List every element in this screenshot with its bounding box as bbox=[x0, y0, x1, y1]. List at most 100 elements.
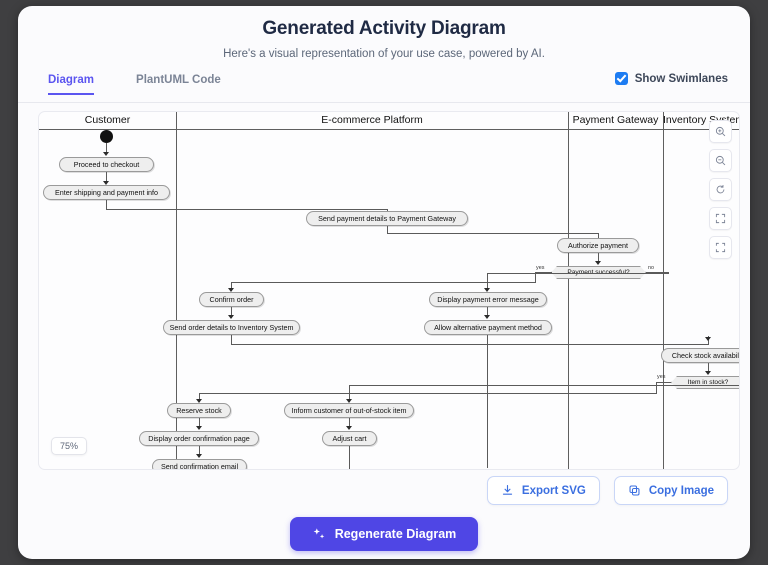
node-send-confirmation-email[interactable]: Send confirmation email bbox=[152, 459, 247, 469]
lane-divider-3 bbox=[663, 112, 664, 469]
lane-header-ecommerce-platform: E-commerce Platform bbox=[321, 114, 423, 126]
edge-n11-no-left bbox=[349, 385, 739, 386]
node-send-order-details-to-inventory-system[interactable]: Send order details to Inventory System bbox=[163, 320, 300, 335]
node-inform-customer-of-out-of-stock-item[interactable]: Inform customer of out-of-stock item bbox=[284, 403, 414, 418]
lane-divider-2 bbox=[568, 112, 569, 469]
arrow-start-n1 bbox=[103, 152, 109, 156]
reset-icon bbox=[716, 184, 725, 194]
edge-n5-yes bbox=[535, 272, 552, 273]
lane-header-payment-gateway: Payment Gateway bbox=[572, 114, 659, 126]
reset-view-button[interactable] bbox=[709, 178, 732, 201]
lane-divider-1 bbox=[176, 112, 177, 469]
edge-n13-n15 bbox=[349, 418, 350, 429]
edge-n11-yes-down bbox=[656, 382, 657, 394]
node-send-payment-details-to-payment-gateway[interactable]: Send payment details to Payment Gateway bbox=[306, 211, 468, 226]
edge-n10-n11 bbox=[708, 363, 709, 373]
tab-diagram[interactable]: Diagram bbox=[48, 74, 95, 95]
edge-n8-down bbox=[231, 335, 232, 345]
edge-n5-yes-left bbox=[231, 282, 536, 283]
arrow-n10-n11 bbox=[705, 371, 711, 375]
show-swimlanes-label: Show Swimlanes bbox=[634, 72, 728, 85]
export-svg-button[interactable]: Export SVG bbox=[486, 476, 600, 505]
checkbox-icon[interactable] bbox=[614, 72, 628, 85]
page-header: Generated Activity Diagram Here's a visu… bbox=[18, 6, 750, 60]
arrow-to-n13 bbox=[346, 399, 352, 403]
edge-n5-no-left bbox=[487, 273, 669, 274]
edge-to-n7 bbox=[487, 273, 488, 291]
diagram-canvas[interactable]: Customer E-commerce Platform Payment Gat… bbox=[38, 111, 740, 470]
copy-icon bbox=[629, 485, 640, 496]
regenerate-diagram-button[interactable]: Regenerate Diagram bbox=[289, 517, 479, 551]
node-reserve-stock[interactable]: Reserve stock bbox=[167, 403, 231, 418]
start-node bbox=[100, 130, 113, 143]
export-svg-label: Export SVG bbox=[521, 484, 586, 497]
edge-n11-yes bbox=[656, 382, 671, 383]
node-display-order-confirmation-page[interactable]: Display order confirmation page bbox=[139, 431, 259, 446]
node-check-stock-availability[interactable]: Check stock availability bbox=[661, 348, 739, 363]
download-icon bbox=[502, 485, 513, 495]
node-confirm-order[interactable]: Confirm order bbox=[199, 292, 264, 307]
edge-n11-yes-left bbox=[199, 393, 656, 394]
branch-label-payment-no: no bbox=[648, 265, 654, 271]
arrow-to-n10 bbox=[705, 337, 711, 341]
edge-n1-n2 bbox=[106, 172, 107, 183]
edge-n3-down bbox=[387, 226, 388, 234]
edge-n5-yes-down bbox=[535, 272, 536, 283]
zoom-level-badge: 75% bbox=[51, 437, 88, 455]
fit-to-screen-button[interactable] bbox=[709, 207, 732, 230]
edge-n15-down bbox=[349, 446, 350, 469]
edge-n4-n5 bbox=[598, 253, 599, 263]
node-enter-shipping-and-payment-info[interactable]: Enter shipping and payment info bbox=[43, 185, 170, 200]
fullscreen-button[interactable] bbox=[709, 236, 732, 259]
expand-arrows-icon bbox=[715, 213, 726, 224]
node-authorize-payment[interactable]: Authorize payment bbox=[557, 238, 639, 253]
edge-to-n13 bbox=[349, 385, 350, 402]
regenerate-diagram-label: Regenerate Diagram bbox=[334, 527, 457, 541]
canvas-toolbar bbox=[709, 120, 732, 259]
arrow-n14-n16 bbox=[196, 454, 202, 458]
page-title: Generated Activity Diagram bbox=[262, 18, 506, 39]
edge-n2-down bbox=[106, 200, 107, 210]
edge-n12-n14 bbox=[199, 418, 200, 429]
arrow-n12-n14 bbox=[196, 426, 202, 430]
lane-header-rule bbox=[39, 129, 739, 130]
zoom-in-icon bbox=[715, 126, 726, 137]
zoom-out-icon bbox=[715, 155, 726, 166]
tab-bar: Diagram PlantUML Code Show Swimlanes bbox=[18, 72, 750, 103]
fullscreen-icon bbox=[715, 242, 726, 253]
edge-n7-n9 bbox=[487, 307, 488, 318]
arrow-n6-n8 bbox=[228, 315, 234, 319]
edge-n9-down bbox=[487, 335, 488, 468]
copy-image-label: Copy Image bbox=[648, 484, 714, 497]
arrow-n13-n15 bbox=[346, 426, 352, 430]
show-swimlanes-toggle[interactable]: Show Swimlanes bbox=[614, 72, 728, 85]
edge-n3-right bbox=[387, 233, 599, 234]
edge-n6-n8 bbox=[231, 307, 232, 318]
sparkle-icon bbox=[313, 528, 324, 539]
zoom-out-button[interactable] bbox=[709, 149, 732, 172]
edge-to-n12 bbox=[199, 393, 200, 402]
arrow-n7-n9 bbox=[484, 315, 490, 319]
edge-to-n4 bbox=[598, 233, 599, 242]
node-adjust-cart[interactable]: Adjust cart bbox=[322, 431, 377, 446]
branch-label-payment-yes: yes bbox=[536, 265, 545, 271]
arrow-to-n7 bbox=[484, 288, 490, 292]
diagram-svg-area: Customer E-commerce Platform Payment Gat… bbox=[39, 112, 739, 469]
arrow-n4-n5 bbox=[595, 261, 601, 265]
decision-item-in-stock[interactable]: Item in stock? bbox=[671, 376, 740, 389]
tab-plantuml-code[interactable]: PlantUML Code bbox=[136, 74, 221, 86]
regenerate-row: Regenerate Diagram bbox=[18, 517, 750, 551]
copy-image-button[interactable]: Copy Image bbox=[613, 476, 728, 505]
branch-label-stock-yes: yes bbox=[657, 374, 666, 380]
app-card: Generated Activity Diagram Here's a visu… bbox=[18, 6, 750, 559]
node-display-payment-error-message[interactable]: Display payment error message bbox=[429, 292, 547, 307]
edge-n2-right bbox=[106, 209, 387, 210]
edge-n14-n16 bbox=[199, 446, 200, 457]
arrow-n1-n2 bbox=[103, 181, 109, 185]
zoom-in-button[interactable] bbox=[709, 120, 732, 143]
arrow-to-n12 bbox=[196, 399, 202, 403]
page-subtitle: Here's a visual representation of your u… bbox=[223, 48, 545, 60]
edge-n5-no bbox=[646, 272, 669, 273]
node-allow-alternative-payment-method[interactable]: Allow alternative payment method bbox=[424, 320, 552, 335]
node-proceed-to-checkout[interactable]: Proceed to checkout bbox=[59, 157, 154, 172]
